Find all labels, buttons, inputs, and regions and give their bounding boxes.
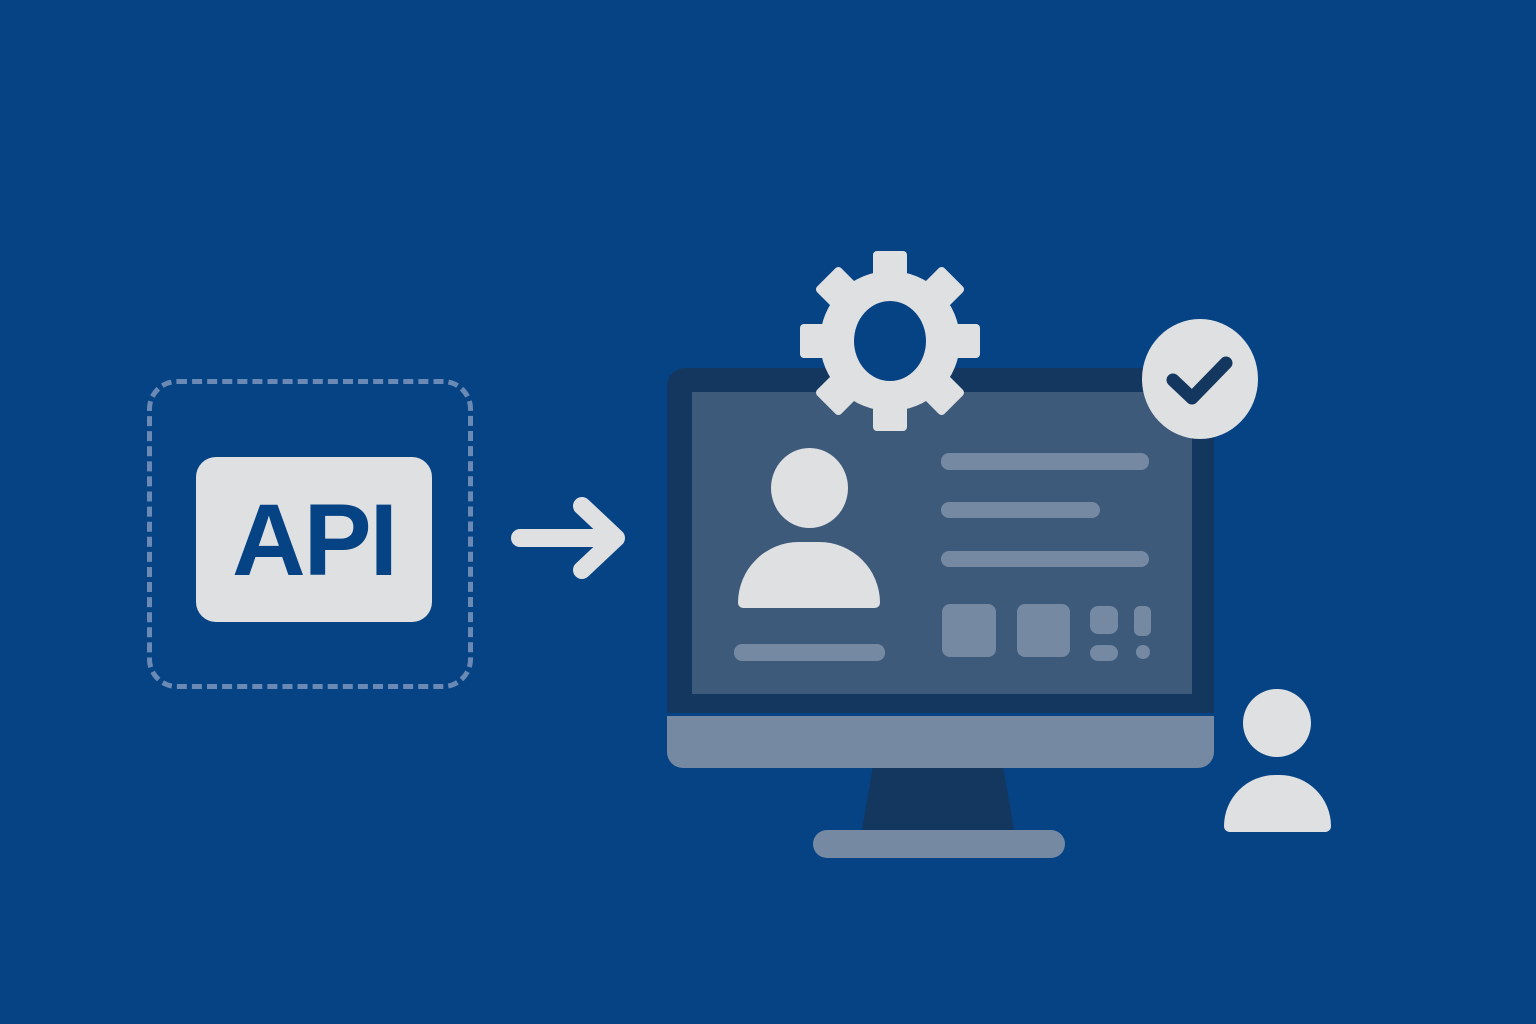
- arrow-right-icon: [511, 497, 625, 579]
- profile-name-placeholder: [734, 644, 885, 661]
- tile-1: [942, 604, 996, 657]
- external-user-head: [1243, 689, 1311, 757]
- tile-dot: [1136, 645, 1150, 659]
- text-line-1: [941, 453, 1149, 470]
- tile-2: [1017, 604, 1070, 657]
- monitor-chin: [667, 716, 1214, 768]
- profile-user-head: [771, 448, 848, 528]
- api-badge: API: [196, 457, 432, 622]
- tile-small-2: [1090, 645, 1118, 661]
- tile-small-3: [1134, 606, 1151, 636]
- monitor-stand-neck: [862, 768, 1014, 830]
- text-line-2: [941, 502, 1100, 518]
- api-label: API: [231, 482, 398, 597]
- external-user-body: [1224, 775, 1331, 832]
- api-dashed-container: [147, 379, 473, 689]
- tile-small-1: [1090, 606, 1118, 634]
- check-circle-icon: [1142, 319, 1258, 439]
- monitor-stand-base: [813, 830, 1065, 858]
- text-line-3: [941, 551, 1149, 567]
- gear-icon: [800, 251, 980, 431]
